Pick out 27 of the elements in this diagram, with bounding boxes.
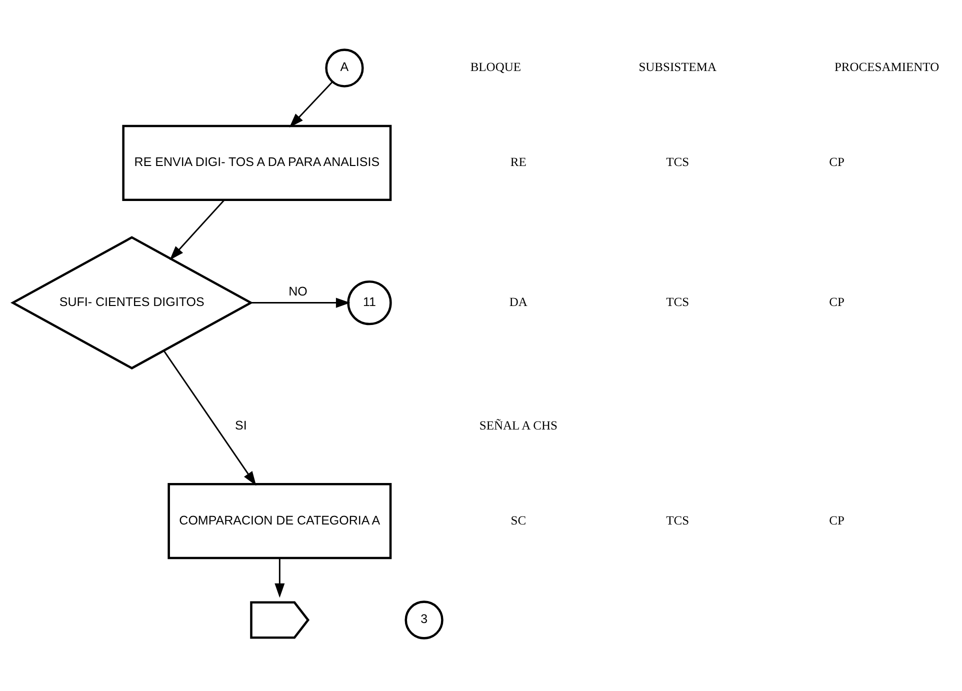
label: CP bbox=[829, 512, 844, 527]
label: SUBSISTEMA bbox=[638, 60, 716, 74]
node-circle: 3 bbox=[404, 600, 444, 639]
edge-label: NO bbox=[288, 284, 308, 298]
edge-label: SI bbox=[235, 418, 247, 432]
label: BLOQUE bbox=[470, 60, 522, 74]
arrow bbox=[251, 297, 350, 308]
arrow bbox=[289, 81, 333, 127]
label: TCS bbox=[666, 154, 690, 169]
label: SEÑAL A CHS bbox=[479, 418, 558, 432]
node-diamond: SUFI- CIENTES DIGITOS bbox=[10, 236, 254, 369]
arrow bbox=[274, 558, 285, 598]
node-circle: A bbox=[325, 48, 364, 87]
label: CP bbox=[829, 294, 844, 308]
node-box: RE ENVIA DIGI- TOS A DA PARA ANALISIS bbox=[122, 124, 392, 201]
label: TCS bbox=[666, 294, 690, 308]
label: PROCESAMIENTO bbox=[834, 60, 940, 74]
label: SC bbox=[510, 512, 526, 527]
label: RE bbox=[510, 154, 526, 169]
arrow bbox=[163, 350, 256, 486]
node-circle: 11 bbox=[347, 280, 392, 325]
node-box: COMPARACION DE CATEGORIA A bbox=[168, 482, 392, 559]
arrow bbox=[170, 199, 225, 260]
label: CP bbox=[829, 154, 844, 169]
label: TCS bbox=[666, 512, 690, 527]
label: DA bbox=[509, 294, 528, 308]
node-pentagon bbox=[250, 600, 310, 638]
